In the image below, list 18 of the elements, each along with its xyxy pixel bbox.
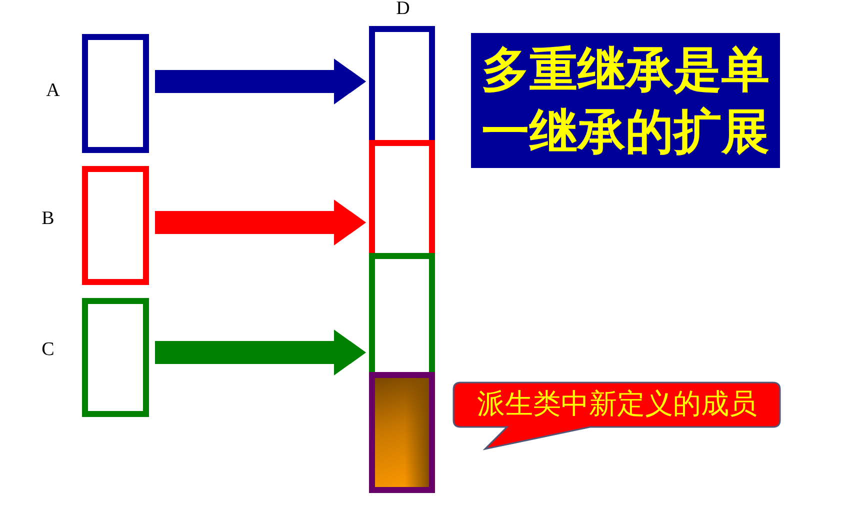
arrow [155,330,366,376]
class-label: A [45,81,61,101]
class-label: B [40,209,56,229]
banner-text: 多重继承是单一继承的扩展 [480,40,770,162]
class-box [82,166,149,285]
member-segment [369,253,435,372]
title-banner [471,33,780,168]
class-label: D [395,0,411,19]
member-segment [369,140,435,253]
arrow [155,200,366,246]
callout-text: 派生类中新定义的成员 [476,388,758,422]
speech-bubble [453,382,781,450]
class-label: C [40,340,56,360]
member-segment [369,372,435,493]
member-segment [369,26,435,140]
class-box [82,298,149,417]
class-box [82,34,149,153]
arrow [155,58,366,104]
